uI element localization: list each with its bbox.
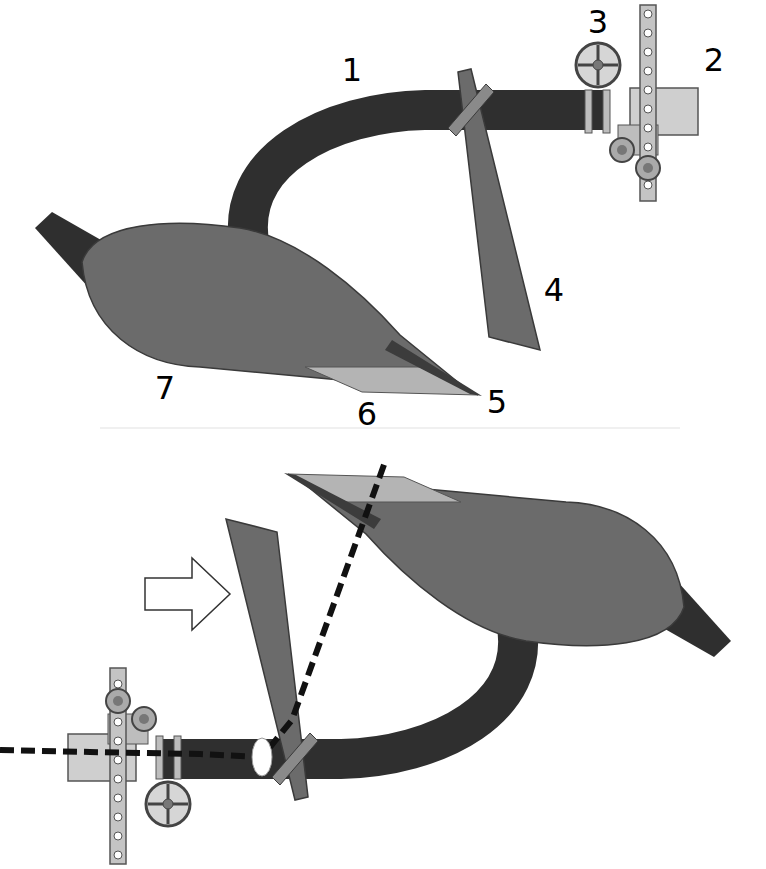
callout-number: 7 [155, 372, 175, 404]
direction-arrow [145, 558, 230, 630]
callout-number: 5 [487, 386, 507, 418]
plough-copy [68, 473, 731, 864]
callout-number: 2 [704, 44, 724, 76]
line-of-draft [0, 462, 385, 757]
pivot-mark [252, 738, 272, 776]
callout-number: 6 [357, 398, 377, 430]
plough-top-view [68, 473, 731, 864]
callout-number: 3 [588, 6, 608, 38]
callout-number: 1 [342, 54, 362, 86]
callout-number: 4 [544, 274, 564, 306]
plough-side-view [35, 5, 698, 396]
divider [100, 427, 680, 429]
